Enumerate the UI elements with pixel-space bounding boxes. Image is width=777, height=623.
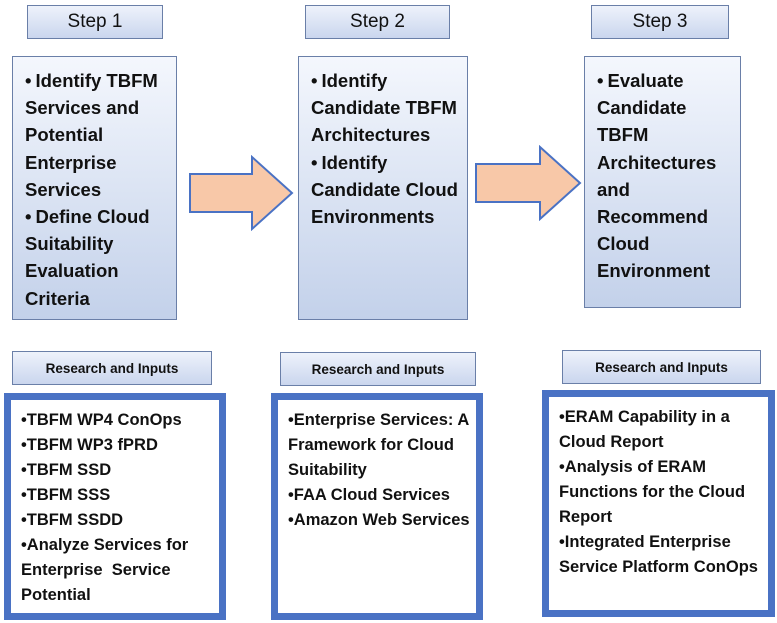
inputs-box-3: •ERAM Capability in a Cloud Report •Anal… xyxy=(542,390,775,617)
step-1-item: •Define Cloud Suitability Evaluation Cri… xyxy=(25,206,150,309)
step-2-item: •Identify Candidate Cloud Environments xyxy=(311,151,458,228)
research-label-1: Research and Inputs xyxy=(12,351,212,385)
input-item: •FAA Cloud Services xyxy=(288,486,450,504)
step-1-box: •Identify TBFM Services and Potential En… xyxy=(12,56,177,320)
input-item: •Enterprise Services: A Framework for Cl… xyxy=(288,411,469,479)
step-3-item: •Evaluate Candidate TBFM Architectures a… xyxy=(597,70,717,282)
input-item: •TBFM WP3 fPRD xyxy=(21,436,158,454)
input-item: •Amazon Web Services xyxy=(288,511,470,529)
research-label-3: Research and Inputs xyxy=(562,350,761,384)
step-3-label: Step 3 xyxy=(591,5,729,39)
arrow-step1-to-step2 xyxy=(189,155,294,231)
inputs-box-2: •Enterprise Services: A Framework for Cl… xyxy=(271,393,483,620)
input-item: •TBFM SSS xyxy=(21,486,111,504)
input-item: •TBFM WP4 ConOps xyxy=(21,411,182,429)
arrow-step2-to-step3 xyxy=(475,145,582,221)
inputs-box-1: •TBFM WP4 ConOps •TBFM WP3 fPRD •TBFM SS… xyxy=(4,393,226,620)
input-item: •Analyze Services for Enterprise Service… xyxy=(21,536,193,604)
step-2-box: •Identify Candidate TBFM Architectures •… xyxy=(298,56,468,320)
research-label-2: Research and Inputs xyxy=(280,352,476,386)
input-item: •ERAM Capability in a Cloud Report xyxy=(559,408,730,451)
step-2-item: •Identify Candidate TBFM Architectures xyxy=(311,70,457,146)
step-1-item: •Identify TBFM Services and Potential En… xyxy=(25,70,158,200)
input-item: •TBFM SSDD xyxy=(21,511,124,529)
step-2-label: Step 2 xyxy=(305,5,450,39)
step-1-label: Step 1 xyxy=(27,5,163,39)
step-3-box: •Evaluate Candidate TBFM Architectures a… xyxy=(584,56,741,308)
input-item: •TBFM SSD xyxy=(21,461,112,479)
input-item: •Analysis of ERAM Functions for the Clou… xyxy=(559,458,746,526)
input-item: •Integrated Enterprise Service Platform … xyxy=(559,533,758,576)
